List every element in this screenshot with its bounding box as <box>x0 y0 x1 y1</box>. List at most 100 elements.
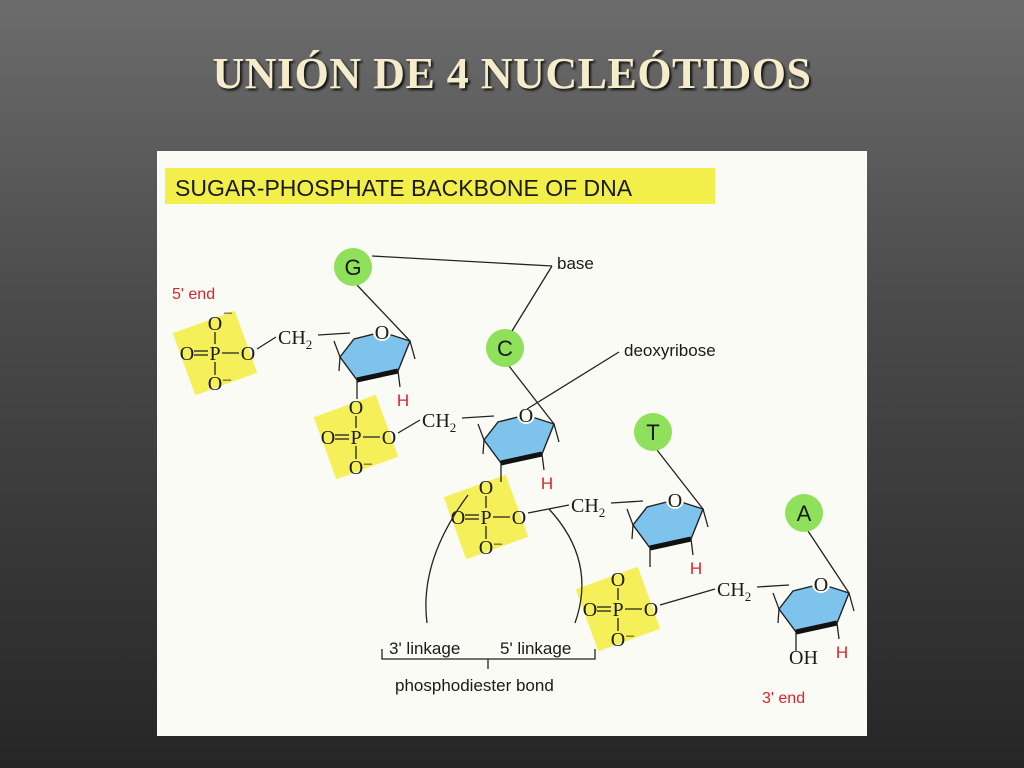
three-linkage-arc <box>425 494 469 624</box>
oxygen-atom: O <box>208 313 222 335</box>
c2-h-bond <box>836 622 840 640</box>
ch2-o-bond <box>461 415 495 419</box>
ring-oxygen-bg <box>517 406 535 424</box>
hydrogen-atom: H <box>690 559 702 578</box>
oxygen-atom: O <box>451 507 465 529</box>
ring-oxygen: O <box>814 574 828 596</box>
phosphate-square <box>575 566 661 652</box>
slide-title: UNIÓN DE 4 NUCLEÓTIDOS <box>212 49 812 98</box>
phosphorus-atom: P <box>209 343 220 365</box>
three-prime-end-label: 3' end <box>762 690 805 707</box>
base-bond <box>807 530 850 594</box>
base-circle <box>634 413 672 451</box>
o-ch2-bond <box>397 419 421 434</box>
c2-h-bond <box>690 538 694 556</box>
ch2-o-bond <box>610 500 644 504</box>
deoxyribose-ring: O H CH2 <box>397 365 560 493</box>
c4-up-bond <box>477 423 485 441</box>
figure-header: SUGAR-PHOSPHATE BACKBONE OF DNA <box>175 175 633 201</box>
base-circle <box>334 248 372 286</box>
hydrogen-atom: H <box>541 474 553 493</box>
base-letter: A <box>797 501 812 526</box>
base-letter: C <box>497 336 513 361</box>
ch2-o-bond <box>317 332 351 336</box>
base-G: G <box>334 248 372 286</box>
c4-down-bond <box>631 524 634 540</box>
base-letter: G <box>344 255 361 280</box>
hydroxyl-group: OH <box>789 647 818 669</box>
ring-oxygen: O <box>375 322 389 344</box>
base-bond <box>508 365 555 425</box>
ring-oxygen-bg <box>666 491 684 509</box>
ring-bold-edge <box>795 620 838 635</box>
oxygen-atom: O <box>644 599 658 621</box>
five-linkage-arc <box>548 508 583 624</box>
phosphorus-atom: P <box>350 427 361 449</box>
oxygen-atom: O <box>241 343 255 365</box>
c4-up-bond <box>626 508 634 526</box>
ch2-subscript: 2 <box>450 420 457 435</box>
ring-bold-edge <box>649 536 692 551</box>
o-ch2-bond <box>659 588 716 606</box>
phosphorus-atom: P <box>612 599 623 621</box>
ring-bold-edge <box>356 368 399 383</box>
oxygen-atom: O <box>349 397 363 419</box>
base-letter: T <box>646 420 659 445</box>
c4-down-bond <box>777 608 780 624</box>
ring-bold-edge <box>500 451 543 466</box>
base-circle <box>785 494 823 532</box>
hydrogen-atom: H <box>397 391 409 410</box>
phosphate-square <box>172 310 258 396</box>
oxygen-atom: O <box>611 629 625 651</box>
oxygen-atom: O <box>208 373 222 395</box>
oxygen-atom: O <box>382 427 396 449</box>
oxygen-atom: O <box>321 427 335 449</box>
ring-oxygen-bg <box>812 575 830 593</box>
base-pointer-line <box>371 255 553 267</box>
o-ch2-bond <box>256 336 277 350</box>
base-C: C <box>486 329 524 367</box>
c4-up-bond <box>333 340 341 358</box>
diagram-layer: POOOO––POOOO–POOOO–POOOO–OHCH2GOHCH2COHC… <box>172 248 855 707</box>
c2-h-bond <box>397 370 401 388</box>
deoxyribose-pointer-line <box>526 351 620 410</box>
o-ch2-bond <box>527 504 570 514</box>
phosphorus-atom: P <box>480 507 491 529</box>
c4-down-bond <box>338 356 341 372</box>
header-group: SUGAR-PHOSPHATE BACKBONE OF DNA <box>165 168 715 204</box>
base-pointer-line <box>511 265 553 332</box>
oxygen-atom: O <box>349 457 363 479</box>
phosphodiester-bond-label: phosphodiester bond <box>395 676 554 695</box>
c1-down-bond <box>409 340 416 360</box>
c2-h-bond <box>541 453 545 471</box>
phosphate-square <box>313 394 399 480</box>
base-bond <box>656 449 704 510</box>
c1-down-bond <box>848 592 855 612</box>
ch2-subscript: 2 <box>745 589 752 604</box>
ch2-group: CH2 <box>422 410 456 435</box>
ring-oxygen: O <box>519 405 533 427</box>
dna-backbone-diagram: SUGAR-PHOSPHATE BACKBONE OF DNA POOOO––P… <box>165 168 855 707</box>
header-highlight <box>165 168 715 204</box>
charge-minus: – <box>222 371 232 388</box>
three-linkage-label: 3' linkage <box>389 639 460 658</box>
charge-minus: – <box>493 535 503 552</box>
base-T: T <box>634 413 672 451</box>
ch2-subscript: 2 <box>599 505 606 520</box>
charge-minus: – <box>625 627 635 644</box>
five-linkage-label: 5' linkage <box>500 639 571 658</box>
hydrogen-atom: H <box>836 643 848 662</box>
five-prime-end-label: 5' end <box>172 286 215 303</box>
ring-oxygen-bg <box>373 323 391 341</box>
phosphate-square <box>443 474 529 560</box>
oxygen-atom: O <box>583 599 597 621</box>
c1-down-bond <box>553 423 560 443</box>
ch2-subscript: 2 <box>306 337 313 352</box>
